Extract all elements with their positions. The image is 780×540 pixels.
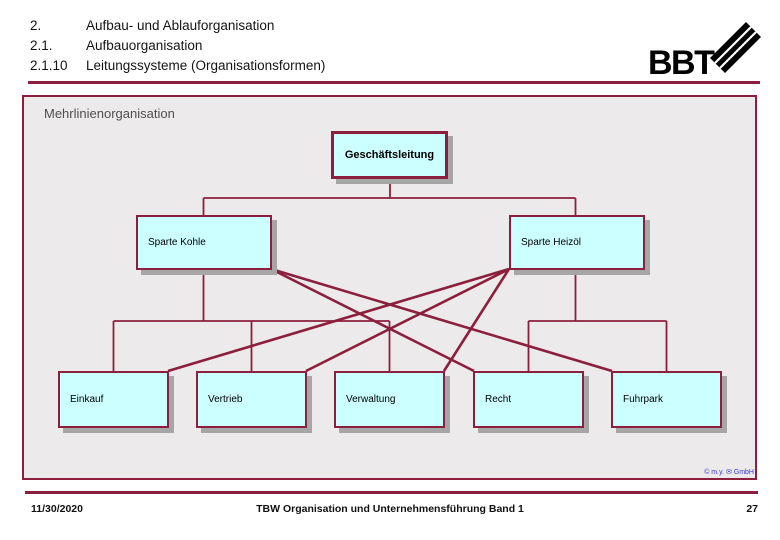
logo-beam-icon (710, 22, 761, 73)
node-verwaltung: Verwaltung (334, 371, 445, 428)
header-rule (28, 81, 760, 84)
node-label: Verwaltung (346, 394, 396, 405)
footer-date: 11/30/2020 (31, 503, 83, 515)
node-sparte-heizoel: Sparte Heizöl (509, 215, 645, 270)
outline-number: 2.1. (30, 38, 53, 53)
node-label: Einkauf (70, 394, 104, 405)
node-label: Vertrieb (208, 394, 243, 405)
outline-text: Leitungssysteme (Organisationsformen) (86, 58, 326, 73)
outline-item: 2.1.10 Leitungssysteme (Organisationsfor… (30, 56, 325, 76)
node-label: Sparte Heizöl (521, 237, 582, 248)
footer-page-number: 27 (746, 503, 758, 515)
copyright-note: © m.y. ✉ GmbH (704, 469, 754, 476)
outline-number: 2. (30, 18, 42, 33)
logo-text: BBT (648, 44, 715, 82)
diagram-title: Mehrlinienorganisation (44, 106, 175, 121)
node-label: Recht (485, 394, 512, 405)
outline-number: 2.1.10 (30, 58, 68, 73)
outline-text: Aufbau- und Ablauforganisation (86, 18, 275, 33)
node-geschaeftsleitung: Geschäftsleitung (331, 131, 448, 179)
node-fuhrpark: Fuhrpark (611, 371, 722, 428)
node-label: Fuhrpark (623, 394, 664, 405)
node-vertrieb: Vertrieb (196, 371, 307, 428)
node-label: Geschäftsleitung (344, 149, 435, 161)
bbt-logo: BBT (648, 22, 761, 82)
footer-title: TBW Organisation und Unternehmensführung… (256, 503, 524, 515)
node-einkauf: Einkauf (58, 371, 169, 428)
node-label: Sparte Kohle (148, 237, 206, 248)
footer-rule (25, 491, 758, 494)
outline-item: 2.1. Aufbauorganisation (30, 36, 325, 56)
outline-item: 2. Aufbau- und Ablauforganisation (30, 16, 325, 36)
outline-text: Aufbauorganisation (86, 38, 203, 53)
node-recht: Recht (473, 371, 584, 428)
outline: 2. Aufbau- und Ablauforganisation 2.1. A… (30, 16, 325, 76)
node-sparte-kohle: Sparte Kohle (136, 215, 272, 270)
